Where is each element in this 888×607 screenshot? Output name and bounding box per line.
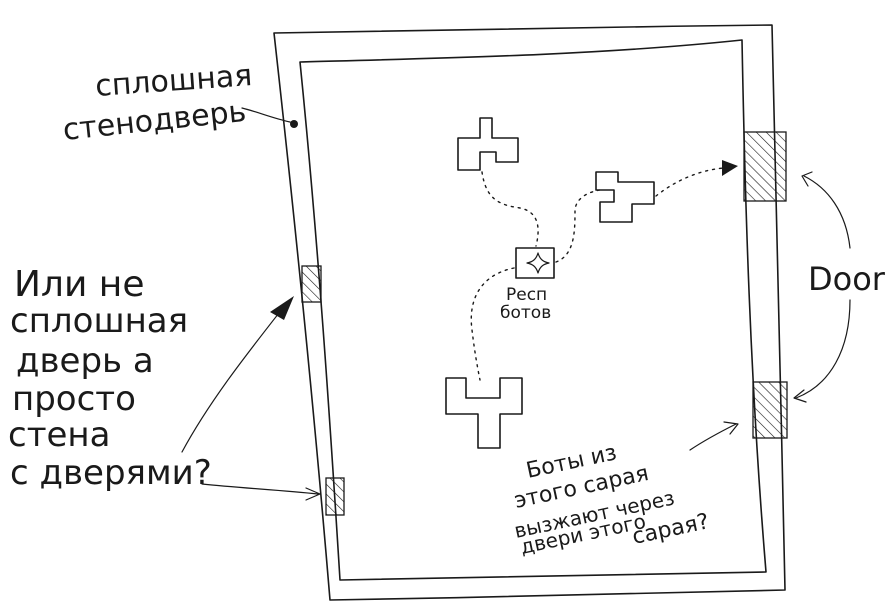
spawn-label-line2: ботов: [500, 303, 551, 323]
right-door-upper: [743, 131, 787, 202]
arrowhead-door-upper-icon: [801, 171, 813, 187]
arrow-question-to-lower-door: [201, 483, 319, 495]
arrow-question-to-upper-door: [181, 303, 287, 453]
diamond-star-icon: [526, 252, 550, 274]
spawn-label-line1: Респ: [506, 285, 547, 305]
shed-inner-wall: [299, 39, 767, 581]
question-line2: сплошная: [10, 301, 188, 341]
shed-outer-wall: [273, 24, 786, 601]
arrow-door-label-to-upper-door: [803, 175, 851, 249]
arrowhead-to-door-icon: [722, 160, 738, 176]
arrow-bots-text-to-door: [689, 423, 737, 451]
label-solid-door-line2: стенодверь: [61, 94, 248, 148]
bot-shape-right: [595, 171, 655, 223]
arrowhead-door-lower-icon: [793, 389, 807, 403]
question-line4: просто: [12, 379, 136, 419]
path-top-bot-to-spawn: [481, 171, 539, 247]
arrowhead-bots-door-icon: [723, 421, 739, 435]
arrowhead-upper-door-icon: [270, 296, 294, 320]
left-door-lower: [325, 477, 345, 516]
arrowhead-lower-door-icon: [305, 487, 321, 501]
bot-shape-top: [457, 117, 519, 171]
solid-door-marker-icon: [290, 120, 298, 128]
question-line3: дверь а: [16, 341, 154, 381]
spawn-point: [515, 247, 555, 279]
right-door-lower: [752, 381, 788, 439]
door-label: Door: [808, 260, 886, 298]
bot-shape-bottom: [445, 377, 523, 449]
left-door-upper: [301, 265, 322, 303]
question-line5: стена: [8, 415, 110, 455]
question-line6: с дверями?: [10, 453, 212, 493]
path-spawn-to-right-bot: [555, 189, 601, 263]
question-line1: Или не: [14, 264, 144, 305]
arrow-door-label-to-lower-door: [795, 299, 851, 399]
path-spawn-to-bottom-bot: [470, 267, 515, 381]
path-right-bot-to-door: [655, 167, 725, 197]
arrow-solid-label-to-wall: [241, 107, 291, 123]
